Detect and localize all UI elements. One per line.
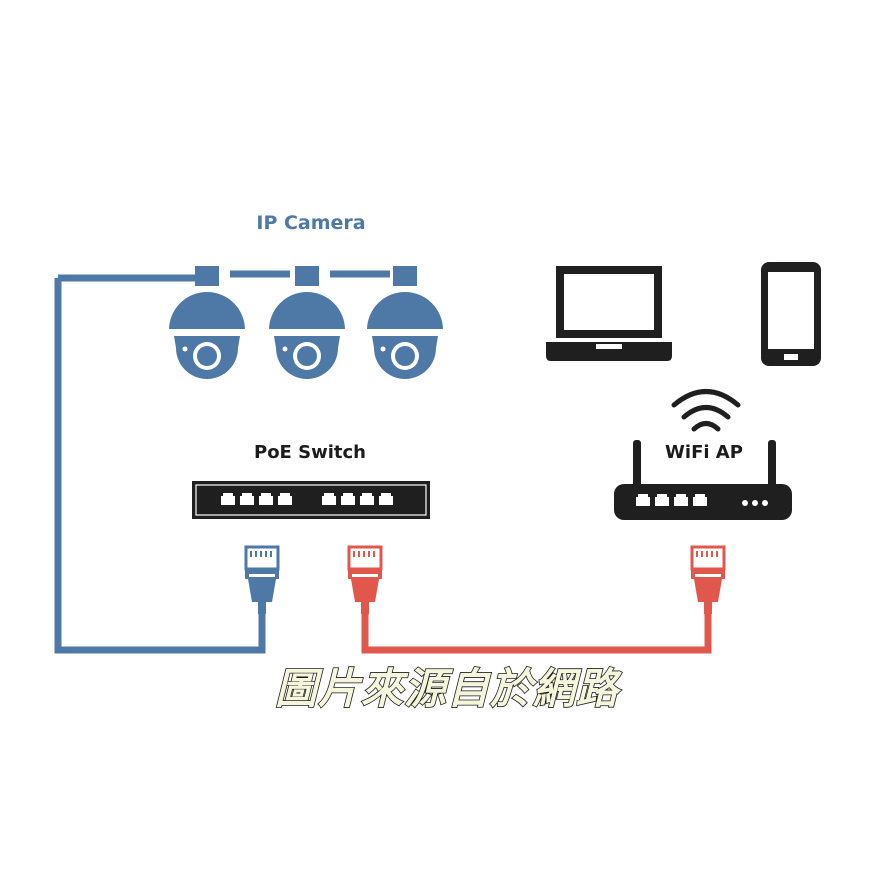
wifi-router-icon [614, 440, 792, 520]
switch-ports [221, 493, 393, 505]
blue-cable [54, 270, 390, 654]
rj45-plug-icon [347, 545, 383, 614]
ptz-camera-icon [367, 266, 443, 379]
rj45-plug-icon [690, 545, 726, 614]
laptop-icon [546, 266, 672, 361]
ptz-camera-icon [269, 266, 345, 379]
wifi-ap-label: WiFi AP [665, 442, 743, 463]
poe-switch-label: PoE Switch [254, 442, 366, 463]
network-switch-icon [192, 481, 430, 519]
ptz-camera-icon [169, 266, 245, 379]
red-cable [361, 612, 712, 654]
router-leds [742, 500, 768, 506]
smartphone-icon [761, 262, 821, 366]
rj45-plug-icon [244, 545, 280, 614]
source-watermark: 圖片來源自於網路 [275, 664, 622, 713]
router-ports [636, 494, 707, 506]
wifi-signal-icon [671, 389, 741, 432]
ip-camera-label: IP Camera [256, 212, 365, 234]
